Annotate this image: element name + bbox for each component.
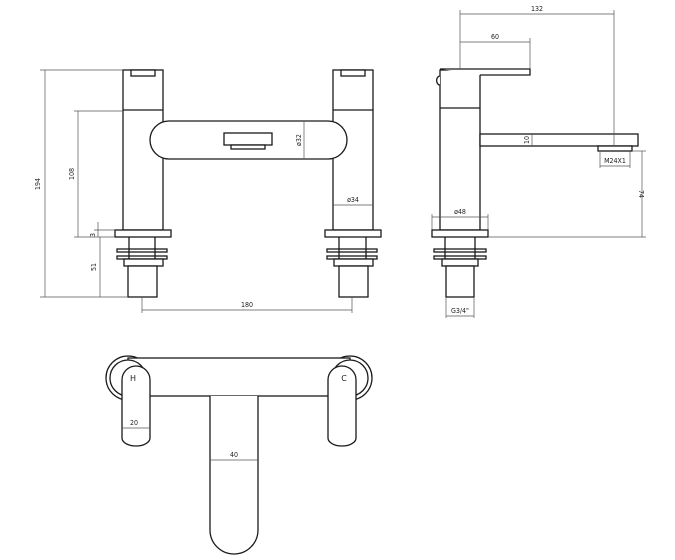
bridge-spout <box>149 120 348 160</box>
top-view: H C 20 40 <box>105 355 373 555</box>
front-dimensions: 194 108 3 51 180 ø32 ø34 <box>34 69 373 313</box>
dim-spout-height: 74 <box>637 190 645 198</box>
dim-spout-width: 40 <box>230 451 238 459</box>
dim-handle-length: 60 <box>491 33 499 41</box>
dim-base-diameter: ø48 <box>454 208 466 216</box>
side-view: 132 60 10 M24X1 74 ø48 G3/4" <box>431 5 646 318</box>
dim-body-diameter: ø34 <box>347 196 359 204</box>
dim-bridge-diameter: ø32 <box>295 134 303 146</box>
hot-label: H <box>130 374 136 383</box>
dim-spout-thickness: 10 <box>523 136 531 144</box>
dim-plate-thickness: 3 <box>89 233 97 237</box>
dim-aerator-thread: M24X1 <box>604 157 626 165</box>
dim-handle-width: 20 <box>130 419 138 427</box>
dim-body-height: 108 <box>68 168 76 180</box>
dim-centres: 180 <box>241 301 253 309</box>
dim-tail-length: 51 <box>90 263 98 271</box>
front-view: 194 108 3 51 180 ø32 ø34 <box>34 69 382 313</box>
right-pillar <box>324 69 382 298</box>
dim-overall-height: 194 <box>34 178 42 190</box>
dim-spout-reach: 132 <box>531 5 543 13</box>
side-dimensions: 132 60 10 M24X1 74 ø48 G3/4" <box>431 5 646 318</box>
cold-label: C <box>341 374 347 383</box>
left-pillar <box>114 69 172 298</box>
dim-tail-thread: G3/4" <box>451 307 469 315</box>
